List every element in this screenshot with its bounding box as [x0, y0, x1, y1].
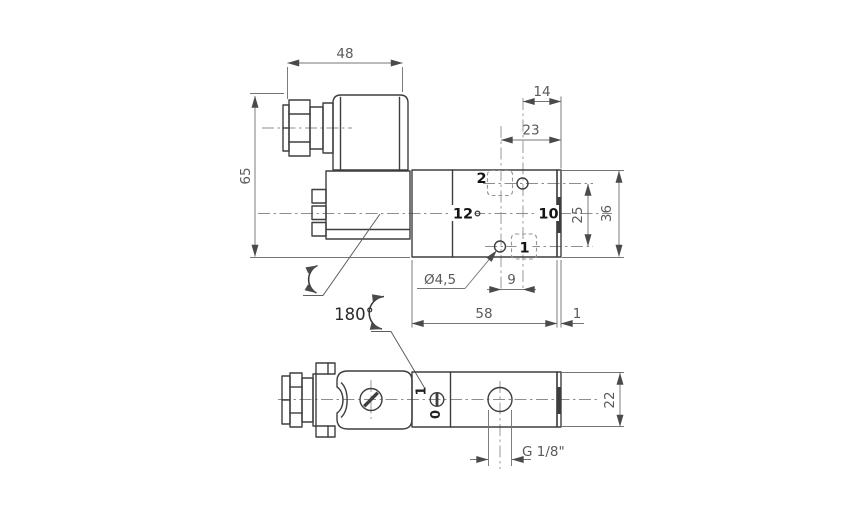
coil-contour [340, 382, 348, 418]
port-12-label: 12 [453, 207, 473, 223]
rotation-arrow-icon [304, 264, 318, 294]
coil-rib [311, 188, 327, 204]
connector-flange [312, 373, 317, 427]
dim-14-label: 14 [533, 84, 550, 100]
rotation-180-arrow-icon [368, 294, 385, 330]
leader-line [371, 331, 425, 388]
rotation-annotations: 180° [303, 213, 425, 388]
coil-rib [311, 205, 327, 221]
hole-diameter-label: Ø4,5 [424, 272, 456, 288]
dim-36-label: 36 [599, 205, 615, 222]
dimensions-bottom-view: 22 G 1/8" [470, 372, 624, 466]
dim-23-label: 23 [522, 123, 539, 139]
gasket-bar [557, 387, 561, 414]
thread-size-label: G 1/8" [522, 444, 565, 460]
dim-22-label: 22 [602, 391, 618, 408]
mounting-hole-top [516, 177, 529, 190]
coil-screw [359, 387, 383, 412]
dim-9-label: 9 [507, 272, 516, 288]
override-off-label: 0 [429, 410, 444, 419]
top-view: 2 12 10 1 [258, 94, 612, 289]
din-connector-body [332, 94, 409, 171]
thread-port-hole [487, 386, 513, 413]
port-1-outline [510, 233, 538, 260]
connector-tab [315, 425, 336, 438]
rotation-180-label: 180° [334, 305, 374, 324]
port-10-label: 10 [538, 207, 558, 223]
port-2-outline [486, 169, 514, 197]
coil-rib [311, 221, 327, 237]
manual-override-screw [429, 392, 445, 408]
coil-screw-slot [362, 391, 380, 408]
solenoid-coil [325, 170, 411, 240]
override-on-label: 1 [415, 386, 430, 395]
port-2-label: 2 [476, 171, 486, 187]
label-underlay [537, 205, 559, 221]
dimensions-top-view: 48 65 14 23 25 36 9 58 1 Ø4,5 [238, 46, 624, 328]
leader-line [303, 213, 381, 296]
dim-65-label: 65 [238, 167, 254, 184]
solenoid-coil [336, 370, 413, 430]
dim-58-label: 58 [475, 306, 492, 322]
cable-gland-nut [289, 372, 303, 428]
port-1-label: 1 [519, 241, 529, 257]
dim-1-label: 1 [573, 306, 582, 322]
connector-tab [315, 362, 336, 375]
leader-line [464, 250, 497, 289]
label-underlay [516, 240, 533, 255]
cable-gland-neck [301, 377, 314, 423]
cable-gland-step [322, 102, 334, 154]
dim-48-label: 48 [336, 46, 353, 62]
mounting-hole-bottom [493, 240, 507, 253]
bottom-view: 1 0 [278, 362, 600, 469]
port-12-pilot [474, 210, 481, 217]
dim-25-label: 25 [570, 206, 586, 223]
label-underlay [451, 205, 475, 221]
